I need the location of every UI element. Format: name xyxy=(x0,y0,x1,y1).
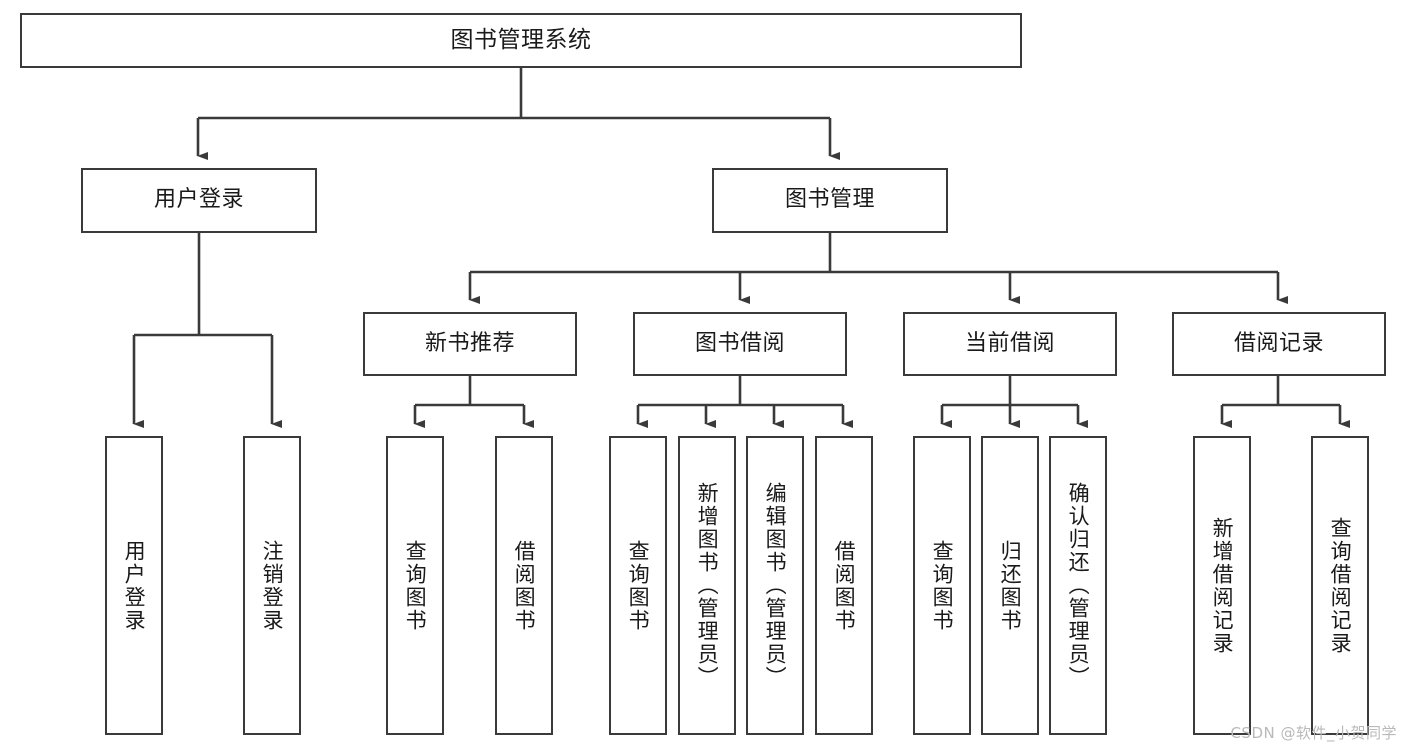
node-label-root: 图书管理系统 xyxy=(450,26,592,53)
leaf-book-borrow-1[interactable]: 新增图书（管理员） xyxy=(678,436,736,735)
node-book-borrow[interactable]: 图书借阅 xyxy=(633,312,847,376)
leaf-book-borrow-2[interactable]: 编辑图书（管理员） xyxy=(746,436,804,735)
leaf-label-current-borrow-1: 归还图书 xyxy=(998,539,1023,632)
leaf-current-borrow-1[interactable]: 归还图书 xyxy=(981,436,1039,735)
node-root-system[interactable]: 图书管理系统 xyxy=(20,13,1022,68)
leaf-label-borrow-record-0: 新增借阅记录 xyxy=(1210,516,1235,655)
leaf-user-login-1[interactable]: 注销登录 xyxy=(243,436,301,735)
leaf-label-new-book-0: 查询图书 xyxy=(403,539,428,632)
leaf-label-book-borrow-0: 查询图书 xyxy=(626,539,651,632)
node-user-login[interactable]: 用户登录 xyxy=(81,168,317,233)
leaf-new-book-1[interactable]: 借阅图书 xyxy=(495,436,553,735)
leaf-label-user-login-1: 注销登录 xyxy=(260,539,285,632)
node-label-current-borrow: 当前借阅 xyxy=(964,330,1055,356)
leaf-book-borrow-3[interactable]: 借阅图书 xyxy=(815,436,873,735)
node-label-new-book-recommend: 新书推荐 xyxy=(424,330,515,356)
leaf-label-new-book-1: 借阅图书 xyxy=(512,539,537,632)
leaf-borrow-record-0[interactable]: 新增借阅记录 xyxy=(1193,436,1251,735)
leaf-current-borrow-2[interactable]: 确认归还（管理员） xyxy=(1049,436,1107,735)
leaf-book-borrow-0[interactable]: 查询图书 xyxy=(609,436,667,735)
edges-currentborrow-to-leaves xyxy=(940,376,1089,429)
leaf-label-book-borrow-1: 新增图书（管理员） xyxy=(695,482,720,689)
edges-userlogin-to-leaves xyxy=(132,233,283,429)
node-new-book-recommend[interactable]: 新书推荐 xyxy=(363,312,577,376)
leaf-label-current-borrow-0: 查询图书 xyxy=(930,539,955,632)
edges-newbook-to-leaves xyxy=(413,376,535,429)
node-borrow-record[interactable]: 借阅记录 xyxy=(1172,312,1386,376)
edges-bookmgmt-to-level3 xyxy=(468,233,1289,305)
node-label-user-login: 用户登录 xyxy=(153,187,244,213)
leaf-label-current-borrow-2: 确认归还（管理员） xyxy=(1066,482,1091,689)
leaf-label-book-borrow-2: 编辑图书（管理员） xyxy=(763,482,788,689)
leaf-user-login-0[interactable]: 用户登录 xyxy=(105,436,163,735)
edges-bookborrow-to-leaves xyxy=(636,376,854,429)
edges-borrowrecord-to-leaves xyxy=(1220,376,1351,429)
node-label-book-management: 图书管理 xyxy=(784,187,875,213)
node-current-borrow[interactable]: 当前借阅 xyxy=(903,312,1117,376)
leaf-new-book-0[interactable]: 查询图书 xyxy=(386,436,444,735)
node-label-borrow-record: 借阅记录 xyxy=(1233,330,1324,356)
leaf-current-borrow-0[interactable]: 查询图书 xyxy=(913,436,971,735)
leaf-label-user-login-0: 用户登录 xyxy=(122,539,147,632)
leaf-label-borrow-record-1: 查询借阅记录 xyxy=(1328,516,1353,655)
leaf-borrow-record-1[interactable]: 查询借阅记录 xyxy=(1311,436,1369,735)
edges-root-to-level2 xyxy=(196,68,841,161)
node-label-book-borrow: 图书借阅 xyxy=(694,330,785,356)
leaf-label-book-borrow-3: 借阅图书 xyxy=(832,539,857,632)
node-book-management[interactable]: 图书管理 xyxy=(712,168,948,233)
